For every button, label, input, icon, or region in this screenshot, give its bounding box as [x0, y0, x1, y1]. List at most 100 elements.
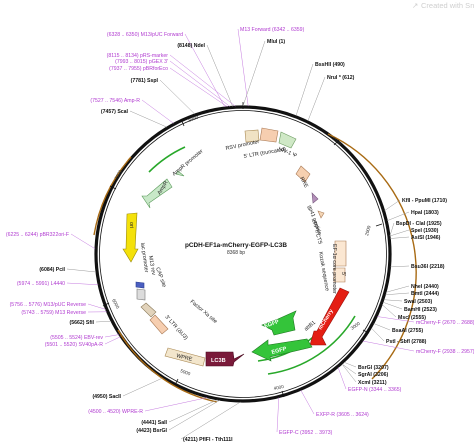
- primer-site-label[interactable]: (5501 .. 5520) SV40pA-R: [45, 342, 104, 348]
- site-leader-line: [122, 377, 163, 397]
- restriction-site-label[interactable]: BsrGI (3207): [358, 365, 389, 371]
- primer-site-label[interactable]: M13 Forward (6342 .. 6359): [240, 27, 305, 33]
- tick-label-6000: 6000: [111, 298, 120, 310]
- ef1a-label: EF-1α core promoter: [331, 244, 337, 294]
- feature-kozak[interactable]: Kozak sequence: [317, 251, 330, 291]
- primer-site-label[interactable]: (5974 .. 5991) L4440: [17, 281, 65, 287]
- restriction-site-label[interactable]: PstI - SbfI (2788): [386, 339, 427, 345]
- restriction-site-label[interactable]: NheI (2440): [411, 284, 439, 290]
- watermark-icon: ↗: [412, 1, 418, 10]
- restriction-site-label[interactable]: KflI - PpuMI (1710): [402, 198, 447, 204]
- restriction-site-label[interactable]: (7457) ScaI: [101, 109, 129, 115]
- site-leader-line: [129, 110, 167, 128]
- primer-site-label[interactable]: (5743 .. 5759) M13 Reverse: [21, 310, 86, 316]
- kozak-label: Kozak sequence: [317, 251, 330, 291]
- restriction-site-label[interactable]: (4441) SalI: [141, 420, 167, 426]
- site-leader-line: [341, 363, 357, 383]
- site-leader-line: [385, 285, 410, 293]
- site-leader-line: [169, 54, 236, 107]
- restriction-site-label[interactable]: (4950) SacII: [92, 394, 121, 400]
- restriction-site-label[interactable]: (4423) BsrGI: [136, 428, 167, 434]
- restriction-site-label[interactable]: MscI (2555): [398, 315, 426, 321]
- site-leader-line: [168, 399, 220, 431]
- primer-site-label[interactable]: mCherry-F (2938 .. 2957): [416, 349, 474, 355]
- site-leader-line: [104, 334, 119, 338]
- plasmid-size: 8368 bp: [227, 250, 245, 256]
- restriction-site-label[interactable]: HpaI (1803): [411, 210, 439, 216]
- site-leader-line: [343, 361, 357, 368]
- feature-factor-xa-site[interactable]: Factor Xa site: [189, 299, 218, 325]
- feature-wpre[interactable]: WPRE: [164, 347, 206, 367]
- primer-site-label[interactable]: mCherry-F (2670 .. 2688): [416, 320, 474, 326]
- restriction-site-label[interactable]: (4211) PflFI - Tth111I: [183, 437, 233, 443]
- tick-label-5000: 5000: [180, 368, 192, 376]
- site-leader-line: [387, 211, 410, 221]
- primer-site-label[interactable]: EXFP-R (3605 .. 3624): [316, 412, 369, 418]
- site-leader-line: [362, 340, 415, 352]
- site-leader-line: [169, 60, 231, 107]
- primer-site-label[interactable]: (5756 .. 5776) M13/pUC Reverse: [10, 302, 87, 308]
- primer-site-label[interactable]: (6328 .. 6350) M13/pUC Forward: [107, 32, 183, 38]
- restriction-site-label[interactable]: BamHI (2523): [404, 307, 437, 313]
- restriction-site-label[interactable]: BspDI - ClaI (1925): [396, 221, 442, 227]
- site-leader-line: [87, 303, 106, 310]
- feature-lc3b[interactable]: LC3B: [205, 351, 245, 367]
- feature-ef1a-core-promoter[interactable]: EF-1α core promoter 5': [331, 240, 347, 294]
- feature-rre[interactable]: RRE: [295, 165, 311, 189]
- restriction-site-label[interactable]: XcmI (3211): [358, 380, 387, 386]
- site-leader-line: [307, 76, 326, 122]
- ampr-promoter-label: AmpR promoter: [171, 148, 204, 177]
- feature-ori[interactable]: ori: [122, 212, 139, 263]
- restriction-site-label[interactable]: SpeI (1930): [411, 228, 439, 234]
- site-leader-line: [237, 28, 249, 107]
- restriction-site-label[interactable]: BmtI (2444): [411, 291, 439, 297]
- primer-site-label[interactable]: EGFP-C (3952 .. 3973): [279, 430, 333, 436]
- site-leader-line: [242, 40, 266, 107]
- primer-site-label[interactable]: (6225 .. 6244) pBR322ori-F: [6, 232, 69, 238]
- feature-mcherry[interactable]: mCherry attB1: [303, 287, 350, 346]
- restriction-site-label[interactable]: NruI * (612): [327, 75, 355, 81]
- feature-sv40-pa[interactable]: M13 rev lac promoter CAP site: [135, 242, 167, 301]
- rsv-promoter-label: RSV promoter: [225, 139, 260, 152]
- watermark: ↗ Created with SnapGene®: [412, 1, 474, 10]
- egfp-label: EGFP: [271, 346, 288, 356]
- restriction-site-label[interactable]: (6084) PciI: [39, 267, 65, 273]
- feature-3-ltr[interactable]: 3' LTR (ΔU3): [140, 302, 189, 341]
- restriction-site-label[interactable]: (7781) SspI: [131, 78, 159, 84]
- primer-site-label[interactable]: EGFP-N (3344 .. 3365): [348, 387, 402, 393]
- egfp-inner-label: EGFP: [264, 319, 281, 330]
- restriction-site-label[interactable]: (8148) NdeI: [177, 43, 205, 49]
- green-arc-ampr: [148, 146, 186, 173]
- site-leader-line: [373, 323, 391, 331]
- primer-site-label[interactable]: (7527 .. 7546) Amp-R: [90, 98, 140, 104]
- site-leader-line: [66, 282, 99, 286]
- primer-site-label[interactable]: (8115 .. 8134) pRS-marker: [107, 53, 169, 59]
- feature-ampr[interactable]: AmpR AmpR promoter: [141, 148, 205, 209]
- site-leader-line: [141, 99, 174, 124]
- restriction-site-label[interactable]: (5662) SfiI: [69, 320, 94, 326]
- factor-xa-label: Factor Xa site: [189, 299, 218, 325]
- site-leader-line: [159, 79, 195, 115]
- restriction-site-label[interactable]: Bsu36I (2218): [411, 264, 445, 270]
- restriction-site-label[interactable]: SgrAI (3206): [358, 372, 389, 378]
- restriction-site-label[interactable]: BssHII (490): [315, 62, 345, 68]
- green-arc-egfp-2: [267, 315, 356, 375]
- restriction-site-label[interactable]: MluI (1): [267, 39, 285, 45]
- restriction-site-label[interactable]: AsiSI (1946): [411, 235, 441, 241]
- primer-site-label[interactable]: (4500 .. 4520) WPRE-R: [88, 409, 143, 415]
- site-leader-line: [168, 399, 218, 423]
- site-leader-line: [390, 265, 410, 268]
- site-leader-line: [169, 67, 228, 108]
- restriction-site-label[interactable]: BsaAI (2755): [392, 328, 423, 334]
- restriction-site-label[interactable]: SwaI (2503): [404, 299, 433, 305]
- feature-rsv-promoter[interactable]: RSV promoter: [225, 129, 260, 152]
- tick-label-1000: 1000: [331, 136, 342, 147]
- site-leader-line: [384, 199, 401, 211]
- primer-site-label[interactable]: (5505 .. 5524) EBV-rev: [50, 335, 103, 341]
- feature-egfp[interactable]: EGFP EGFP: [251, 310, 313, 362]
- primer-site-label[interactable]: (7937 .. 7955) pBRforEco: [109, 66, 168, 72]
- lac-promoter-label: lac promoter: [139, 242, 149, 273]
- primer-site-label[interactable]: (7993 .. 8015) pGEX 3': [115, 59, 168, 65]
- site-leader-line: [295, 63, 314, 116]
